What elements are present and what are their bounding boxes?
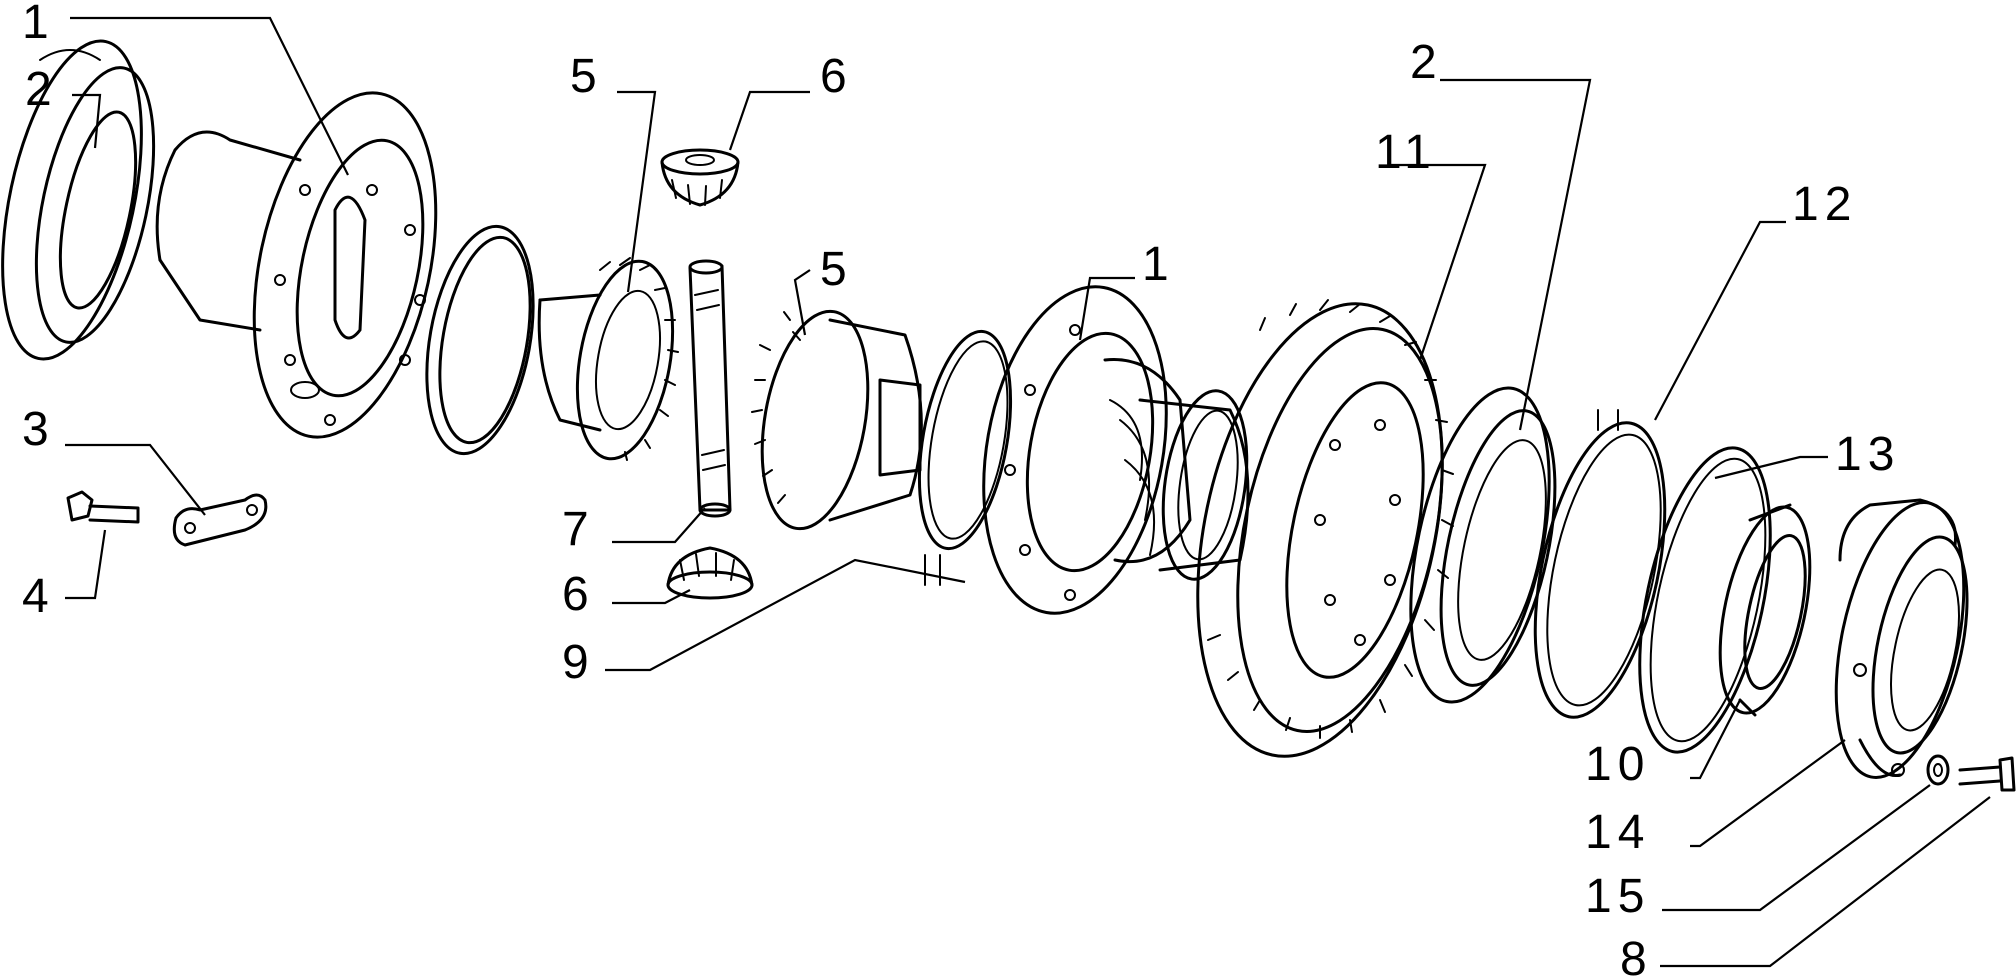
washer	[1926, 754, 1950, 786]
bolt-right	[1958, 756, 2016, 792]
callout-1-left: 1	[22, 0, 55, 49]
left-ring	[425, 224, 535, 456]
callout-7: 7	[562, 503, 595, 556]
thin-ring	[917, 329, 1013, 551]
oil-seal	[1718, 503, 1812, 717]
callout-2-right: 2	[1410, 36, 1443, 89]
shim-ring	[1533, 421, 1667, 719]
leader-lines	[65, 16, 1991, 968]
right-bearing	[1409, 386, 1557, 704]
callout-11: 11	[1375, 126, 1437, 179]
callout-labels: 1 2 3 4 5 6 5 7 6 9 1 2 11 12 13 10 14 1…	[22, 0, 1900, 978]
callout-4: 4	[22, 570, 55, 623]
callout-10: 10	[1585, 738, 1650, 791]
callout-1-right: 1	[1142, 238, 1175, 291]
bearing-cover	[1834, 498, 1969, 779]
lock-plate	[172, 493, 268, 547]
callout-5-top: 5	[570, 50, 603, 103]
callout-6-bottom: 6	[562, 568, 595, 621]
callout-15: 15	[1585, 870, 1650, 923]
callout-12: 12	[1792, 178, 1857, 231]
bolt-left	[66, 490, 140, 524]
o-ring	[1638, 446, 1772, 754]
callout-9: 9	[562, 636, 595, 689]
left-side-gear	[537, 257, 679, 461]
left-housing	[155, 91, 438, 439]
callout-6-top: 6	[820, 50, 853, 103]
callout-2-left: 2	[25, 63, 58, 116]
callout-13: 13	[1835, 428, 1900, 481]
left-bearing	[1, 39, 156, 361]
center-side-gear	[751, 309, 923, 531]
pinion-gear-top	[660, 148, 740, 207]
pinion-gear-bottom	[666, 546, 754, 600]
callout-8: 8	[1620, 933, 1653, 978]
right-housing	[982, 285, 1250, 615]
callout-5-center: 5	[820, 243, 853, 296]
ring-gear	[1196, 299, 1454, 758]
callout-3: 3	[22, 403, 55, 456]
pinion-shaft	[688, 259, 732, 518]
callout-14: 14	[1585, 806, 1650, 859]
